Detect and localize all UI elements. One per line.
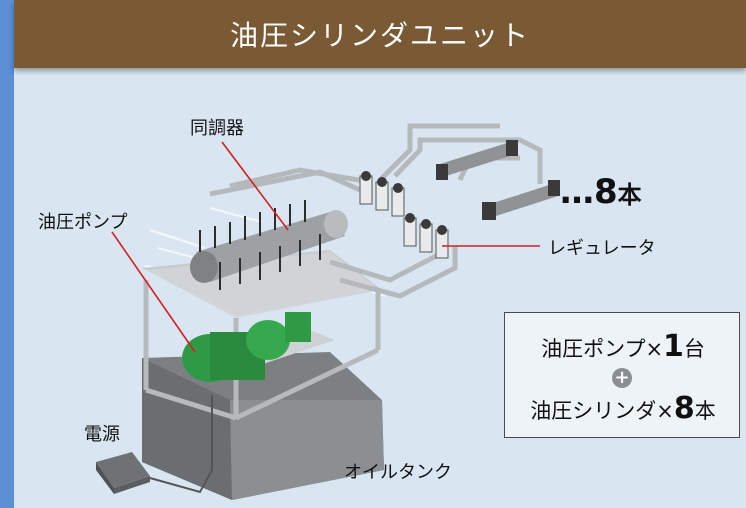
summary-pump-text: 油圧ポンプ× <box>541 337 664 361</box>
leader-synchronizer <box>221 141 289 231</box>
summary-cylinder-unit: 本 <box>694 399 716 423</box>
title-bar: 油圧シリンダユニット <box>14 0 746 68</box>
count-dots: … <box>560 172 594 212</box>
label-regulator: レギュレータ <box>548 238 656 259</box>
cylinder-count: …8本 <box>560 172 642 212</box>
summary-pump-line: 油圧ポンプ×1台 <box>505 329 741 364</box>
power-cable <box>149 395 213 494</box>
regulator-group-upper <box>359 171 405 217</box>
hydraulic-cylinder-2 <box>482 180 560 220</box>
label-synchronizer: 同調器 <box>190 118 244 139</box>
summary-box: 油圧ポンプ×1台 + 油圧シリンダ×8本 <box>504 312 740 438</box>
label-power-source: 電源 <box>84 424 120 445</box>
summary-pump-unit: 台 <box>683 337 705 361</box>
summary-cylinder-number: 8 <box>673 391 695 426</box>
power-source-box <box>96 452 150 494</box>
plus-icon: + <box>612 368 632 388</box>
synchronizer-valves <box>199 200 321 290</box>
regulator-group-lower <box>403 213 449 259</box>
label-oil-tank: オイルタンク <box>344 462 452 483</box>
label-hydraulic-pump: 油圧ポンプ <box>38 212 128 233</box>
count-number: 8 <box>594 172 618 212</box>
leader-lines <box>111 141 540 353</box>
hydraulic-cylinder-1 <box>436 140 518 180</box>
summary-pump-number: 1 <box>663 329 684 364</box>
hydraulic-pipes <box>209 123 543 299</box>
count-unit: 本 <box>617 181 642 209</box>
pump-assembly <box>180 312 335 382</box>
summary-cylinder-text: 油圧シリンダ× <box>530 399 674 423</box>
leader-pump <box>111 231 196 353</box>
summary-cylinder-line: 油圧シリンダ×8本 <box>505 391 741 426</box>
page-title: 油圧シリンダユニット <box>229 19 530 52</box>
synchronizer-body <box>190 210 348 283</box>
